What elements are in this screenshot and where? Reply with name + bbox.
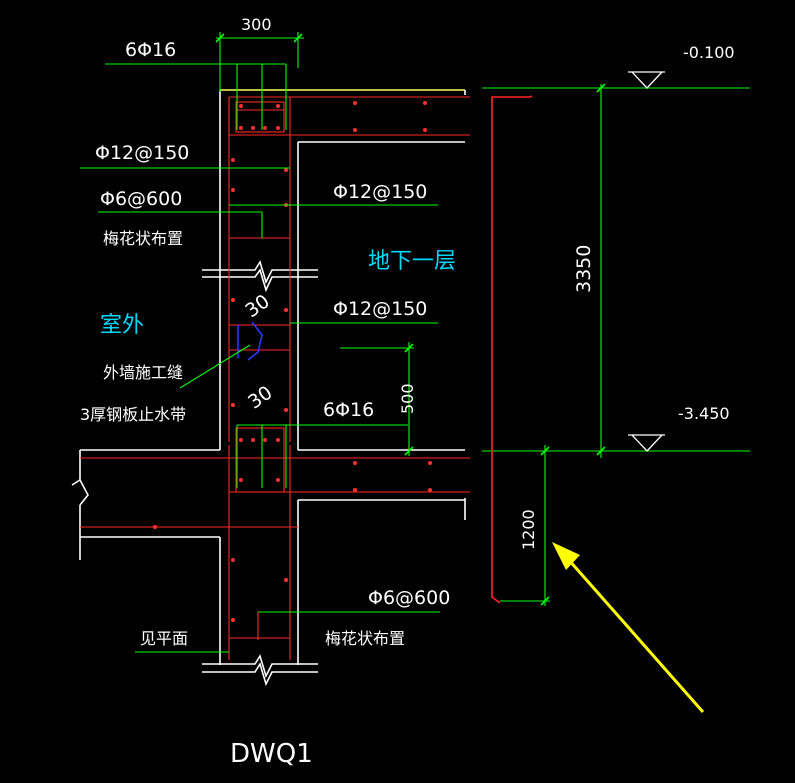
- elevation-bottom-label: -3.450: [678, 404, 730, 423]
- dim-3350-label: 3350: [573, 245, 595, 293]
- dim-30-top-label: 30: [241, 290, 273, 322]
- rebar-phi6-600-label-b: Φ6@600: [368, 587, 450, 609]
- steel-waterstop-label: 3厚钢板止水带: [80, 405, 186, 424]
- elevation-markers: [628, 71, 665, 452]
- rebar-phi12-150-label-a: Φ12@150: [95, 142, 189, 164]
- elevation-bracket: [491, 95, 533, 604]
- elevation-top-label: -0.100: [683, 43, 735, 62]
- steel-waterstop-shape: [237, 321, 263, 361]
- bottom-rebar-6phi16-label: 6Φ16: [323, 399, 374, 421]
- rebar-dots: [153, 101, 432, 622]
- plum-layout-label-a: 梅花状布置: [103, 229, 183, 248]
- dim-500-label: 500: [398, 383, 417, 414]
- rebar-phi12-150-label-c: Φ12@150: [333, 298, 427, 320]
- dim-300-label: 300: [241, 15, 272, 34]
- rebar-phi12-150-label-b: Φ12@150: [333, 181, 427, 203]
- rebar-lines: [80, 96, 470, 660]
- dimension-lines: [80, 32, 750, 653]
- concrete-outline: [71, 89, 466, 687]
- dimension-ticks: [215, 33, 606, 606]
- yellow-arrow-icon: [552, 542, 705, 713]
- basement-floor-label: 地下一层: [368, 249, 456, 274]
- wall-construction-joint-label: 外墙施工缝: [103, 363, 183, 382]
- dim-1200-label: 1200: [519, 509, 538, 550]
- plum-layout-label-b: 梅花状布置: [325, 629, 405, 648]
- dim-30-bottom-label: 30: [244, 382, 276, 414]
- see-plan-label: 见平面: [140, 629, 188, 648]
- top-rebar-6phi16-label: 6Φ16: [125, 39, 176, 61]
- drawing-title: DWQ1: [230, 739, 313, 769]
- rebar-phi6-600-label-a: Φ6@600: [100, 188, 182, 210]
- outdoor-label: 室外: [100, 313, 144, 338]
